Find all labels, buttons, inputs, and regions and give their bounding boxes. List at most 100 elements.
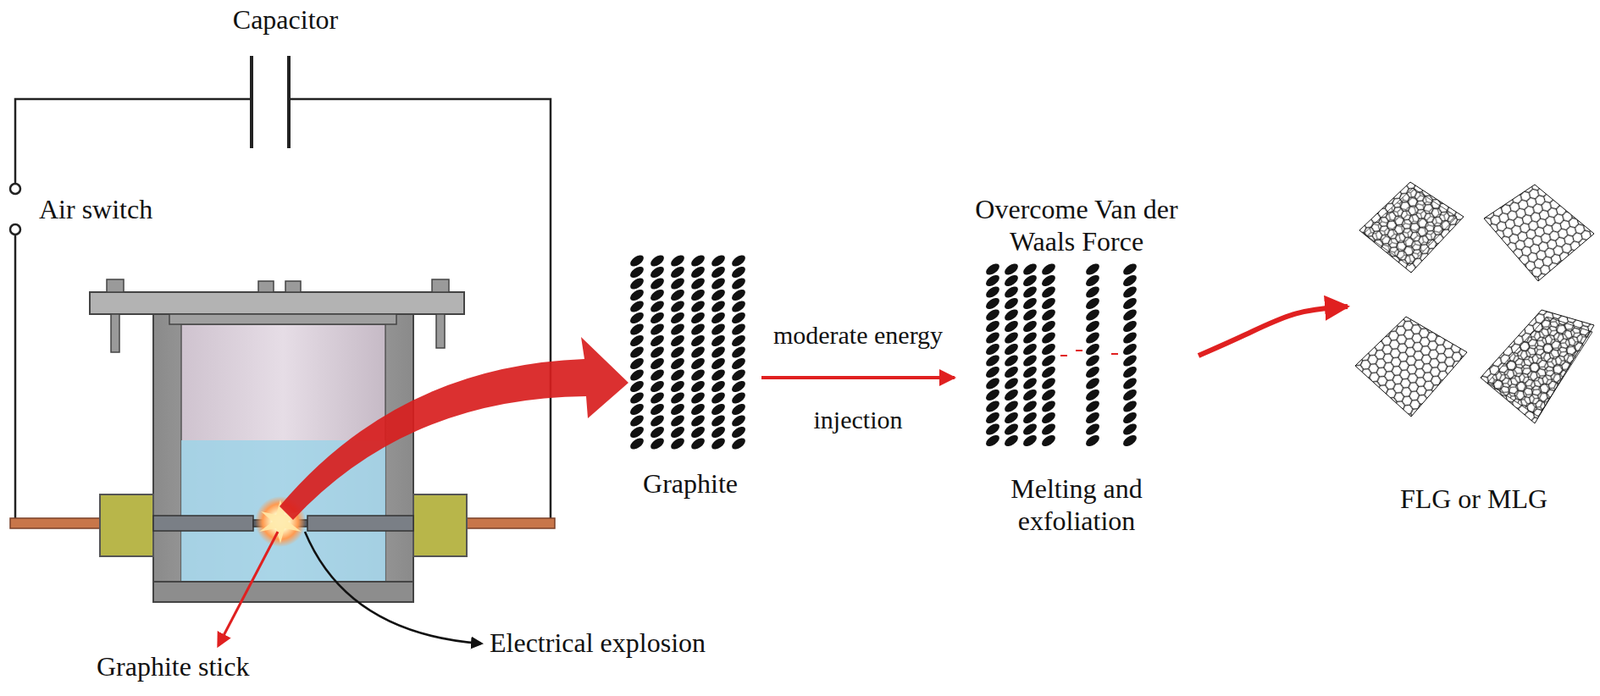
reactor-vessel bbox=[169, 314, 397, 325]
graphite-layer bbox=[648, 390, 666, 407]
graphite-stick bbox=[153, 515, 254, 532]
graphite-layer bbox=[669, 310, 687, 327]
graphite-layer bbox=[1084, 387, 1102, 404]
zoom-arrow bbox=[279, 337, 629, 521]
graphite-layer bbox=[669, 321, 687, 338]
graphene-sheet bbox=[1483, 184, 1595, 282]
graphite-layer bbox=[1002, 272, 1020, 289]
graphite-layer bbox=[709, 390, 727, 407]
graphite-layer bbox=[628, 332, 646, 349]
graphite-layer bbox=[1040, 318, 1058, 335]
graphite-layer bbox=[709, 264, 727, 281]
graphite-layer bbox=[1021, 330, 1039, 347]
graphite-layer bbox=[730, 287, 748, 304]
zoom-arrow bbox=[279, 337, 629, 521]
graphite-layer bbox=[689, 378, 707, 395]
graphite-layer bbox=[709, 321, 727, 338]
node-heading: Overcome Van der Waals Force bbox=[954, 193, 1199, 259]
graphite-layer bbox=[1040, 421, 1058, 438]
graphite-layer bbox=[1084, 376, 1102, 393]
capacitor-symbol bbox=[249, 55, 254, 149]
graphite-layer bbox=[689, 310, 707, 327]
graphene-sheet bbox=[1355, 316, 1468, 417]
graphite-layer bbox=[689, 390, 707, 407]
reactor-vessel bbox=[285, 281, 301, 293]
reactor-vessel bbox=[258, 281, 274, 293]
graphite-layer bbox=[984, 295, 1002, 312]
flow-arrow bbox=[1198, 306, 1348, 356]
copper-rod bbox=[10, 518, 102, 529]
flow-arrow bbox=[761, 376, 955, 380]
graphite-layer bbox=[1021, 318, 1039, 335]
graphite-layer bbox=[984, 376, 1002, 393]
graphite-layer bbox=[1002, 318, 1020, 335]
graphite-layer bbox=[628, 264, 646, 281]
graphite-layer bbox=[1021, 376, 1039, 393]
graphite-layer bbox=[984, 398, 1002, 416]
reactor-vessel bbox=[436, 314, 445, 349]
graphite-layer bbox=[984, 330, 1002, 347]
graphite-layer bbox=[1002, 376, 1020, 393]
graphite-layer bbox=[984, 341, 1002, 358]
graphite-stack: Graphite bbox=[619, 245, 762, 509]
graphite-layer bbox=[1040, 261, 1058, 278]
graphite-layer bbox=[628, 310, 646, 327]
graphite-layer bbox=[689, 276, 707, 293]
graphite-layer bbox=[1002, 364, 1020, 381]
graphite-layer bbox=[1121, 364, 1139, 381]
graphite-layer bbox=[689, 436, 707, 453]
graphite-layer bbox=[648, 276, 666, 293]
reactor-vessel bbox=[431, 279, 449, 293]
graphite-layer bbox=[1002, 432, 1020, 449]
graphite-layer bbox=[669, 264, 687, 281]
graphite-layer bbox=[1002, 261, 1020, 278]
graphite-layer bbox=[1021, 272, 1039, 289]
graphite-layer bbox=[984, 261, 1002, 278]
graphite-layer bbox=[1084, 330, 1102, 347]
bond-break bbox=[1060, 354, 1068, 357]
graphite-layer bbox=[984, 318, 1002, 335]
graphite-layer bbox=[709, 436, 727, 453]
graphene-sheet bbox=[1355, 182, 1595, 424]
graphite-layer bbox=[1121, 318, 1139, 335]
graphite-stick bbox=[307, 515, 414, 532]
graphite-layer bbox=[1021, 364, 1039, 381]
graphite-layer bbox=[1040, 272, 1058, 289]
graphite-layer bbox=[648, 344, 666, 361]
graphite-layer bbox=[730, 332, 748, 349]
graphite-layer bbox=[1084, 295, 1102, 312]
reactor-vessel bbox=[153, 581, 414, 603]
graphite-layer bbox=[628, 287, 646, 304]
graphite-layer bbox=[1084, 421, 1102, 438]
graphite-layer bbox=[1084, 341, 1102, 358]
graphite-layer bbox=[669, 344, 687, 361]
graphite-layer bbox=[1002, 307, 1020, 324]
graphite-layer bbox=[1021, 341, 1039, 358]
graphite-layer bbox=[1084, 261, 1102, 278]
graphite-layer bbox=[1021, 295, 1039, 312]
graphite-layer bbox=[1121, 398, 1139, 416]
graphite-layer bbox=[984, 307, 1002, 324]
graphite-layer bbox=[1040, 432, 1058, 449]
graphite-layer bbox=[689, 287, 707, 304]
graphite-layer bbox=[730, 367, 748, 384]
graphite-layer bbox=[1084, 432, 1102, 449]
graphite-layer bbox=[709, 276, 727, 293]
graphite-layer bbox=[669, 355, 687, 372]
graphite-layer bbox=[1084, 284, 1102, 301]
insulator bbox=[413, 494, 467, 557]
graphite-layer bbox=[1021, 261, 1039, 278]
graphite-layer bbox=[709, 332, 727, 349]
graphite-layer bbox=[1121, 261, 1139, 278]
graphite-layer bbox=[984, 272, 1002, 289]
graphite-layer bbox=[1040, 307, 1058, 324]
air-switch-symbol bbox=[10, 183, 21, 235]
leader-line bbox=[218, 531, 482, 646]
graphite-layer bbox=[1121, 330, 1139, 347]
graphite-layer bbox=[709, 344, 727, 361]
graphite-layer bbox=[648, 332, 666, 349]
graphite-layer bbox=[730, 390, 748, 407]
graphite-layer bbox=[730, 413, 748, 430]
edge-label: moderate energy injection bbox=[760, 293, 956, 463]
graphite-layer bbox=[984, 364, 1002, 381]
